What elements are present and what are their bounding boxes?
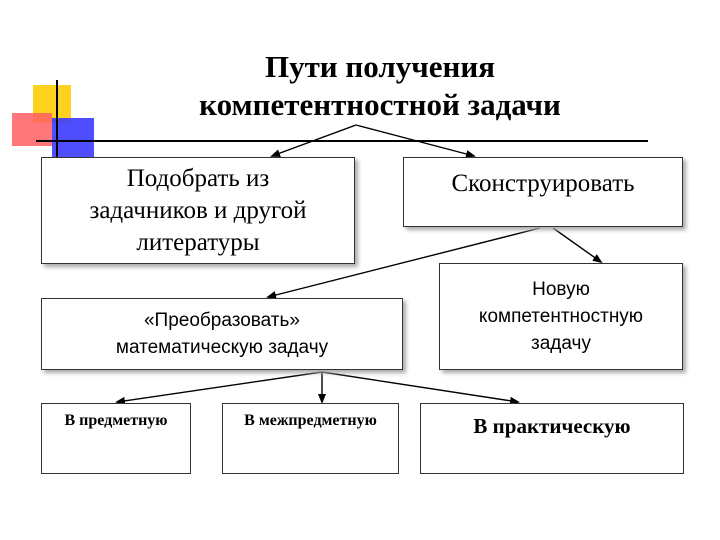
box-interdisciplinary: В межпредметную bbox=[222, 403, 399, 474]
title-line-2: компетентностной задачи bbox=[199, 87, 561, 122]
new-line-3: задачу bbox=[531, 333, 591, 354]
decor-vertical-line bbox=[56, 80, 58, 162]
decor-blue-square bbox=[52, 118, 94, 158]
new-line-2: компетентностную bbox=[478, 306, 644, 327]
box-new-competence-task: Новую компетентностную задачу bbox=[439, 263, 683, 370]
subject-label: В предметную bbox=[64, 412, 168, 429]
interdisciplinary-label: В межпредметную bbox=[244, 412, 377, 429]
box-construct: Сконструировать bbox=[403, 157, 683, 227]
arrow-title-to-select bbox=[270, 124, 357, 157]
arrow-construct-to-transform bbox=[266, 227, 541, 299]
select-line-2: задачников и другой bbox=[89, 196, 307, 224]
title-line-1: Пути получения bbox=[264, 49, 496, 84]
arrow-transform-to-practical bbox=[321, 371, 520, 405]
construct-label: Сконструировать bbox=[451, 170, 635, 197]
diagram-title: Пути получения компетентностной задачи bbox=[150, 48, 610, 124]
arrow-construct-to-new bbox=[552, 227, 603, 264]
practical-label: В практическую bbox=[473, 414, 631, 438]
select-line-1: Подобрать из bbox=[126, 164, 270, 192]
new-line-1: Новую bbox=[532, 279, 590, 300]
arrow-transform-to-subject bbox=[115, 371, 323, 405]
transform-line-2: математическую задачу bbox=[115, 337, 329, 358]
box-select-from-books: Подобрать из задачников и другой литерат… bbox=[41, 157, 355, 264]
arrow-title-to-construct bbox=[355, 124, 476, 158]
select-line-3: литературы bbox=[136, 228, 260, 256]
box-transform-task: «Преобразовать» математическую задачу bbox=[41, 298, 403, 370]
box-practical: В практическую bbox=[420, 403, 684, 474]
transform-line-1: «Преобразовать» bbox=[143, 310, 300, 331]
box-subject: В предметную bbox=[41, 403, 191, 474]
title-underline bbox=[36, 140, 648, 142]
